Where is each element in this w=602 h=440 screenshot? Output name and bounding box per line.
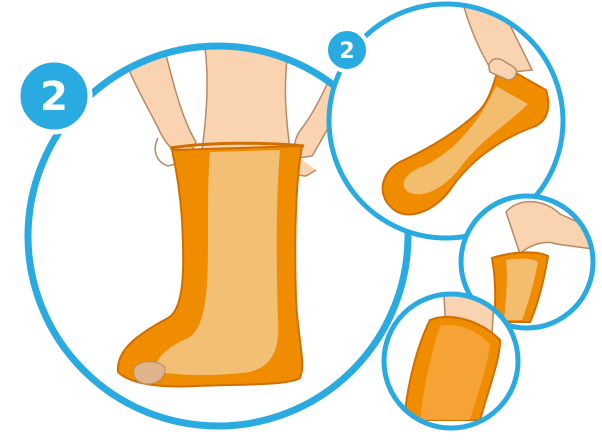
step-badge-detail: 2 — [326, 29, 368, 71]
step-number-detail: 2 — [339, 39, 354, 64]
step-badge-main: 2 — [18, 60, 90, 132]
detail-panel-calf — [384, 293, 518, 428]
step-number-main: 2 — [40, 74, 68, 120]
